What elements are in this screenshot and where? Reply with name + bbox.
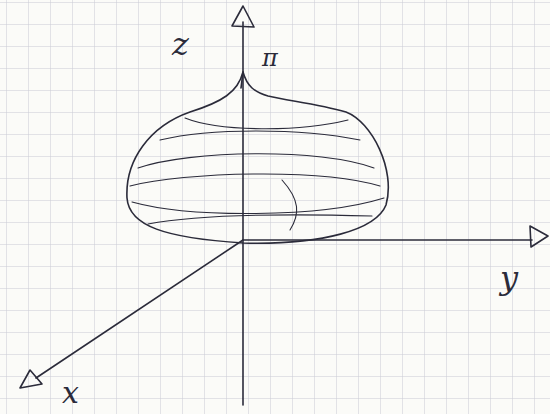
axis-label: z bbox=[172, 28, 189, 60]
height-label: π bbox=[262, 46, 278, 70]
x-axis bbox=[36, 240, 243, 378]
hatch-line bbox=[148, 215, 372, 224]
hatch-line bbox=[132, 198, 384, 214]
hatch-line bbox=[282, 180, 297, 230]
y-axis bbox=[243, 239, 532, 241]
axis-label: x bbox=[62, 378, 79, 408]
y-arrowhead bbox=[530, 226, 548, 247]
hatch-line bbox=[138, 154, 374, 168]
axis-label: y bbox=[500, 262, 518, 294]
x-arrowhead bbox=[20, 370, 42, 388]
hatch-line bbox=[160, 131, 360, 140]
z-arrowhead bbox=[232, 6, 254, 27]
hatch-line bbox=[185, 118, 348, 129]
hatch-line bbox=[130, 174, 380, 186]
solid-outline bbox=[127, 72, 388, 243]
cusp-line bbox=[241, 72, 243, 88]
